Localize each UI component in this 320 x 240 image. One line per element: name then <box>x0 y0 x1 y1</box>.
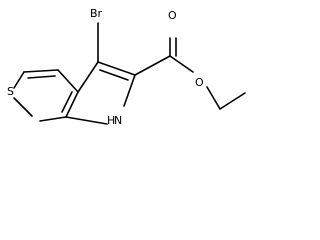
bond-c3-c2p <box>97 61 136 76</box>
bond-s-c5 <box>13 71 25 89</box>
bond-c2p-carbonyl <box>134 55 171 76</box>
bond-c3a-c7a-double <box>61 91 73 113</box>
bond-s-c2 <box>13 97 33 117</box>
atom-ester-o-label: O <box>195 76 204 89</box>
atom-n-label: N <box>114 114 122 127</box>
atom-br-label: Br <box>90 7 103 20</box>
bond-n-c7a <box>65 116 108 125</box>
bond-c5-c4 <box>23 69 59 73</box>
atom-carbonyl-o-label: O <box>168 9 177 22</box>
bond-c3-c2p-double <box>99 69 129 81</box>
atom-nh-h-label: H <box>107 114 115 127</box>
bond-ch2-ch3 <box>219 92 246 110</box>
bond-c5-c4-double <box>27 75 56 79</box>
bond-carbonyl-ester-o <box>169 55 194 73</box>
molecule-diagram: Br S H N O O <box>0 0 252 152</box>
bond-c4-c3a <box>57 69 79 93</box>
bond-c7a-s <box>39 116 67 122</box>
structure-canvas: Br S H N O O <box>7 7 246 127</box>
bond-c3a-c3 <box>77 61 99 93</box>
bond-c2p-n <box>123 74 136 107</box>
bond-ester-o-ch2 <box>206 86 221 110</box>
bond-c3a-c7a <box>65 91 79 118</box>
atom-s-label: S <box>7 85 14 98</box>
